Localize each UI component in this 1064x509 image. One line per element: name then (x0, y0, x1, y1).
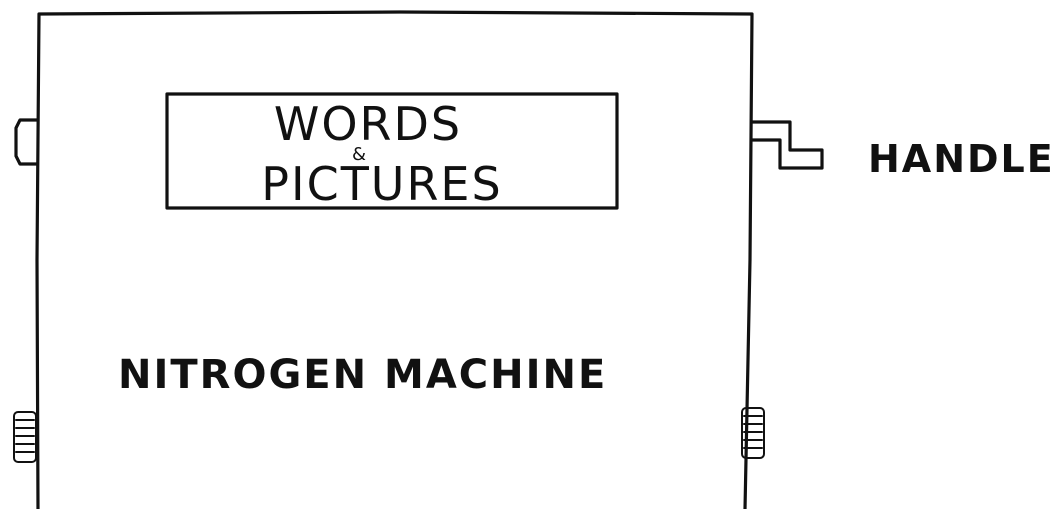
sign-line-pictures: PICTURES (261, 157, 502, 211)
machine-box-outline (37, 12, 752, 509)
sign-line-words: WORDS (274, 97, 462, 151)
machine-label: NITROGEN MACHINE (118, 352, 607, 398)
handle-label: HANDLE (868, 137, 1055, 181)
handle (752, 122, 822, 168)
left-hinge (14, 412, 36, 462)
left-tab (16, 120, 37, 164)
